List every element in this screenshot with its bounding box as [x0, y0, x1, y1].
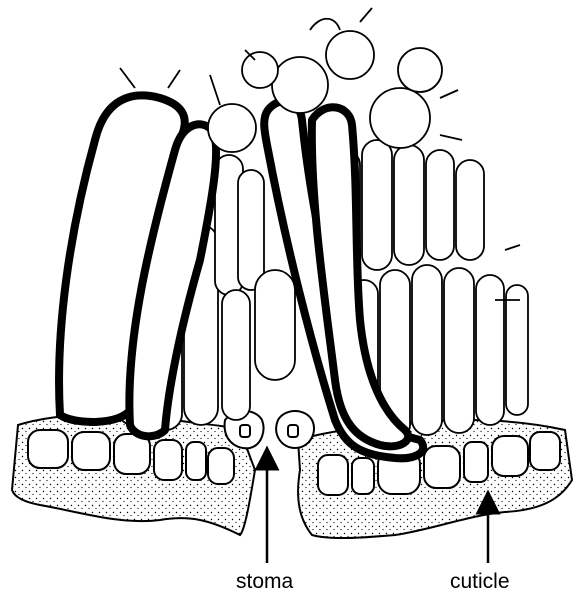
cuticle-label: cuticle	[450, 571, 510, 592]
stoma-label: stoma	[236, 571, 293, 592]
